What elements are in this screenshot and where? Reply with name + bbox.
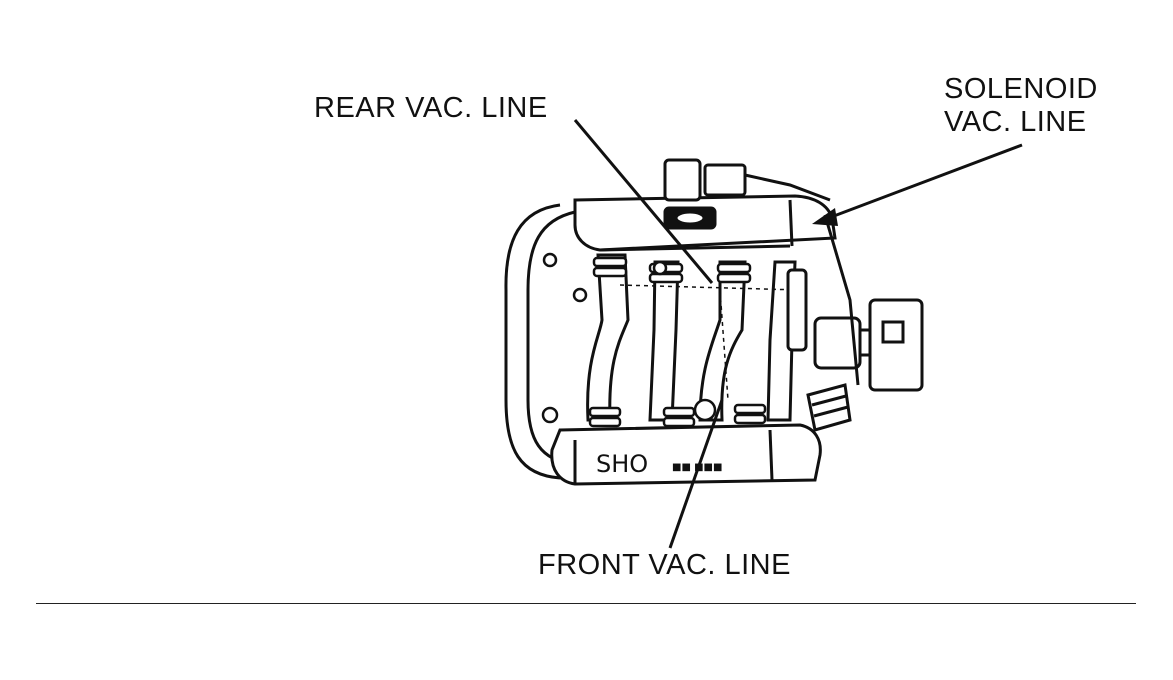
intake-runners xyxy=(586,253,797,422)
solenoid-vac-leader xyxy=(817,143,1023,224)
vacuum-hose-path xyxy=(619,284,801,401)
solenoid-vac-line-label: SOLENOID VAC. LINE xyxy=(944,73,1098,139)
rear-vac-line-label: REAR VAC. LINE xyxy=(314,92,548,124)
solenoid-assembly xyxy=(786,214,924,392)
upper-intake-plenum xyxy=(573,194,837,252)
intake-tube-loop xyxy=(504,203,576,480)
front-vac-line-label: FRONT VAC. LINE xyxy=(538,549,791,581)
leader-lines xyxy=(573,119,1023,549)
mounting-bolts xyxy=(541,252,668,424)
lower-intake-manifold: SHO ■■ ■■■ xyxy=(550,423,822,486)
top-fittings xyxy=(663,158,831,202)
breather-hose xyxy=(806,383,852,432)
rear-vac-leader xyxy=(573,119,714,284)
solenoid-label-line-1: SOLENOID xyxy=(944,73,1098,105)
horizontal-rule xyxy=(36,603,1136,604)
solenoid-label-line-2: VAC. LINE xyxy=(944,106,1087,138)
runner-couplings-lower xyxy=(588,398,767,428)
front-vac-leader xyxy=(668,399,724,549)
runner-couplings-upper xyxy=(592,256,752,284)
sho-stamp: SHO xyxy=(596,450,648,478)
solenoid-arrowhead xyxy=(812,208,838,226)
